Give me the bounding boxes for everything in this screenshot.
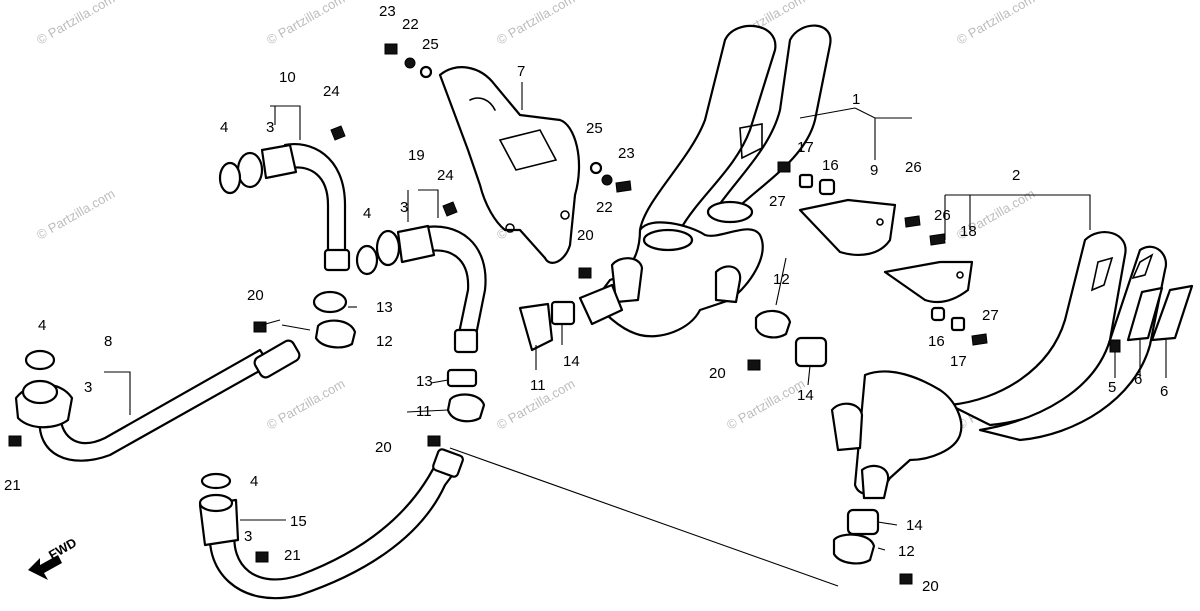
callout-14: 14 — [563, 353, 580, 370]
watermark: © Partzilla.com — [34, 186, 117, 243]
callout-12: 12 — [376, 333, 393, 350]
callout-13: 13 — [416, 373, 433, 390]
fwd-label: FWD — [46, 535, 79, 563]
callout-26: 26 — [905, 159, 922, 176]
hardware — [8, 43, 1194, 585]
callout-22: 22 — [596, 199, 613, 216]
callout-3: 3 — [266, 119, 274, 136]
callout-1: 1 — [852, 91, 860, 108]
exhaust-pipe-19 — [355, 224, 487, 354]
callout-14: 14 — [906, 517, 923, 534]
callout-labels: 23 22 25 7 10 24 4 3 25 23 22 19 24 3 4 … — [4, 3, 1168, 595]
callout-12: 12 — [898, 543, 915, 560]
callout-27: 27 — [982, 307, 999, 324]
callout-21: 21 — [284, 547, 301, 564]
watermark: © Partzilla.com — [954, 0, 1037, 48]
callout-22: 22 — [402, 16, 419, 33]
callout-18: 18 — [960, 223, 977, 240]
callout-20: 20 — [577, 227, 594, 244]
callout-16: 16 — [822, 157, 839, 174]
callout-12: 12 — [773, 271, 790, 288]
watermark: © Partzilla.com — [264, 376, 347, 433]
callout-17: 17 — [797, 139, 814, 156]
front-muffler-assembly — [830, 231, 1168, 500]
callout-11: 11 — [530, 377, 546, 394]
callout-25: 25 — [422, 36, 439, 53]
callout-8: 8 — [104, 333, 112, 350]
exhaust-pipe-15 — [198, 448, 464, 600]
callout-10: 10 — [279, 69, 296, 86]
callout-16: 16 — [928, 333, 945, 350]
callout-19: 19 — [408, 147, 425, 164]
watermark: © Partzilla.com — [724, 376, 807, 433]
callout-20: 20 — [375, 439, 392, 456]
forward-direction-indicator: FWD — [28, 535, 79, 580]
callout-14: 14 — [797, 387, 814, 404]
callout-23: 23 — [379, 3, 396, 20]
callout-2: 2 — [1012, 167, 1020, 184]
callout-4: 4 — [250, 473, 258, 490]
brackets — [798, 198, 974, 304]
leader-lines — [104, 82, 1167, 587]
callout-3: 3 — [244, 528, 252, 545]
callout-6: 6 — [1160, 383, 1168, 400]
watermark: © Partzilla.com — [34, 0, 117, 48]
callout-24: 24 — [437, 167, 454, 184]
callout-24: 24 — [323, 83, 340, 100]
callout-21: 21 — [4, 477, 21, 494]
callout-4: 4 — [363, 205, 371, 222]
callout-13: 13 — [376, 299, 393, 316]
callout-15: 15 — [290, 513, 307, 530]
callout-20: 20 — [709, 365, 726, 382]
callout-4: 4 — [220, 119, 228, 136]
callout-26: 26 — [934, 207, 951, 224]
callout-11: 11 — [416, 403, 432, 420]
heat-shield — [438, 66, 581, 264]
callout-3: 3 — [84, 379, 92, 396]
callout-3: 3 — [400, 199, 408, 216]
arrow-left-icon — [28, 555, 62, 580]
callout-17: 17 — [950, 353, 967, 370]
watermark: © Partzilla.com — [494, 0, 577, 48]
callout-20: 20 — [247, 287, 264, 304]
callout-7: 7 — [517, 63, 525, 80]
rear-muffler-assembly — [578, 24, 832, 338]
callout-9: 9 — [870, 162, 878, 179]
callout-25: 25 — [586, 120, 603, 137]
exhaust-pipe-8 — [14, 339, 301, 462]
callout-6: 6 — [1134, 371, 1142, 388]
callout-5: 5 — [1108, 379, 1116, 396]
callout-23: 23 — [618, 145, 635, 162]
exhaust-pipe-10 — [218, 143, 351, 272]
callout-27: 27 — [769, 193, 786, 210]
watermark: © Partzilla.com — [264, 0, 347, 48]
callout-4: 4 — [38, 317, 46, 334]
callout-20: 20 — [922, 578, 939, 595]
